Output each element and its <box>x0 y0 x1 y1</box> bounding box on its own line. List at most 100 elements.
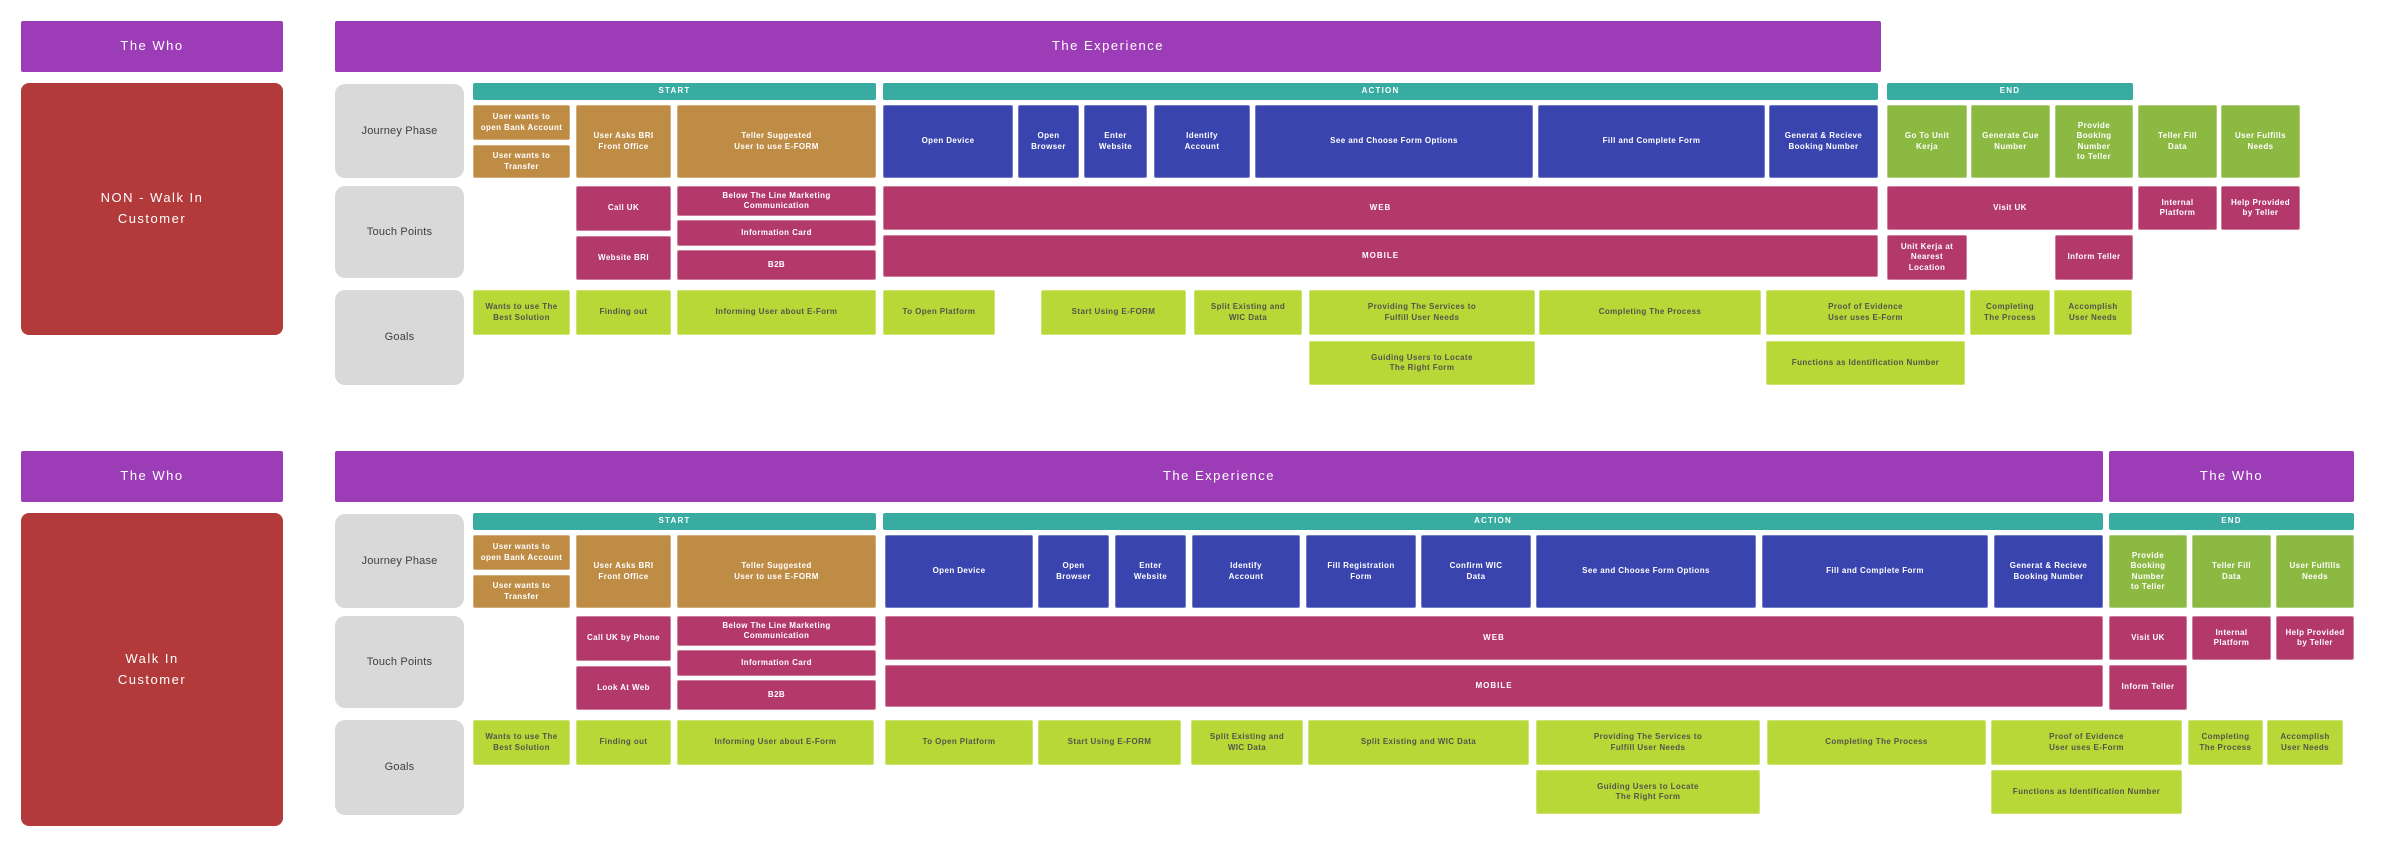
phase-open-device: Open Device <box>885 535 1033 608</box>
phase-fill-and-complete-form: Fill and Complete Form <box>1538 105 1765 178</box>
touchpoint-web: WEB <box>883 186 1878 230</box>
touchpoint-call-uk-by-phone: Call UK by Phone <box>576 616 671 661</box>
goal-guiding-users-locate-form: Guiding Users to Locate The Right Form <box>1536 770 1760 814</box>
stage-bar-end: END <box>1887 83 2133 100</box>
goal-completing-the-process: Completing The Process <box>1767 720 1986 765</box>
phase-user-asks-bri-front-office: User Asks BRI Front Office <box>576 105 671 178</box>
goal-split-existing-wic-data: Split Existing and WIC Data <box>1191 720 1303 765</box>
goal-start-using-eform: Start Using E-FORM <box>1038 720 1181 765</box>
touchpoint-mobile: MOBILE <box>885 665 2103 707</box>
phase-generate-cue-number: Generate Cue Number <box>1971 105 2050 178</box>
touchpoint-b2b: B2B <box>677 680 876 710</box>
goal-to-open-platform: To Open Platform <box>883 290 995 335</box>
stage-bar-action: ACTION <box>883 513 2103 530</box>
goal-functions-identification-number: Functions as Identification Number <box>1991 770 2182 814</box>
goal-accomplish-user-needs: Accomplish User Needs <box>2267 720 2343 765</box>
phase-generate-receive-booking-number: Generat & Recieve Booking Number <box>1994 535 2103 608</box>
goal-finding-out: Finding out <box>576 290 671 335</box>
touchpoint-visit-uk: Visit UK <box>2109 616 2187 660</box>
touchpoint-visit-uk: Visit UK <box>1887 186 2133 230</box>
phase-go-to-unit-kerja: Go To Unit Kerja <box>1887 105 1967 178</box>
phase-provide-booking-number-to-teller: Provide Booking Number to Teller <box>2055 105 2133 178</box>
row-label-journey-phase: Journey Phase <box>335 84 464 178</box>
phase-open-browser: Open Browser <box>1018 105 1079 178</box>
phase-user-wants-open-bank-account: User wants to open Bank Account <box>473 535 570 570</box>
row-label-touch-points: Touch Points <box>335 616 464 708</box>
goal-informing-user-about-eform: Informing User about E-Form <box>677 290 876 335</box>
goal-providing-services: Providing The Services to Fulfill User N… <box>1309 290 1535 335</box>
phase-teller-fill-data: Teller Fill Data <box>2138 105 2217 178</box>
phase-identify-account: Identify Account <box>1154 105 1250 178</box>
phase-provide-booking-number-to-teller: Provide Booking Number to Teller <box>2109 535 2187 608</box>
phase-user-fulfills-needs: User Fulfills Needs <box>2221 105 2300 178</box>
phase-teller-suggested-eform: Teller Suggested User to use E-FORM <box>677 535 876 608</box>
row-label-goals: Goals <box>335 720 464 815</box>
phase-user-wants-transfer: User wants to Transfer <box>473 145 570 178</box>
goal-guiding-users-locate-form: Guiding Users to Locate The Right Form <box>1309 341 1535 385</box>
goal-functions-identification-number: Functions as Identification Number <box>1766 341 1965 385</box>
goal-split-existing-wic-data-wide: Split Existing and WIC Data <box>1308 720 1529 765</box>
touchpoint-inform-teller: Inform Teller <box>2109 665 2187 710</box>
phase-teller-fill-data: Teller Fill Data <box>2192 535 2271 608</box>
phase-user-asks-bri-front-office: User Asks BRI Front Office <box>576 535 671 608</box>
touchpoint-internal-platform: Internal Platform <box>2192 616 2271 660</box>
goal-proof-of-evidence: Proof of Evidence User uses E-Form <box>1766 290 1965 335</box>
row-label-journey-phase: Journey Phase <box>335 514 464 608</box>
goal-providing-services: Providing The Services to Fulfill User N… <box>1536 720 1760 765</box>
header-the-experience: The Experience <box>335 451 2103 502</box>
stage-bar-start: START <box>473 513 876 530</box>
touchpoint-look-at-web: Look At Web <box>576 666 671 710</box>
header-the-experience: The Experience <box>335 21 1881 72</box>
row-label-goals: Goals <box>335 290 464 385</box>
phase-identify-account: Identify Account <box>1192 535 1300 608</box>
customer-non-walk-in: NON - Walk In Customer <box>21 83 283 335</box>
phase-fill-registration-form: Fill Registration Form <box>1306 535 1416 608</box>
goal-wants-best-solution: Wants to use The Best Solution <box>473 720 570 765</box>
phase-open-browser: Open Browser <box>1038 535 1109 608</box>
touchpoint-mobile: MOBILE <box>883 235 1878 277</box>
phase-generate-receive-booking-number: Generat & Recieve Booking Number <box>1769 105 1878 178</box>
customer-walk-in: Walk In Customer <box>21 513 283 826</box>
goal-start-using-eform: Start Using E-FORM <box>1041 290 1186 335</box>
touchpoint-internal-platform: Internal Platform <box>2138 186 2217 230</box>
touchpoint-b2b: B2B <box>677 250 876 280</box>
goal-completing-the-process: Completing The Process <box>1539 290 1761 335</box>
phase-enter-website: Enter Website <box>1084 105 1147 178</box>
row-label-touch-points: Touch Points <box>335 186 464 278</box>
touchpoint-information-card: Information Card <box>677 220 876 246</box>
touchpoint-web: WEB <box>885 616 2103 660</box>
phase-see-and-choose-form-options: See and Choose Form Options <box>1536 535 1756 608</box>
phase-confirm-wic-data: Confirm WIC Data <box>1421 535 1531 608</box>
goal-completing-the-process-small: Completing The Process <box>1970 290 2050 335</box>
phase-see-and-choose-form-options: See and Choose Form Options <box>1255 105 1533 178</box>
touchpoint-help-provided-by-teller: Help Provided by Teller <box>2276 616 2354 660</box>
stage-bar-end: END <box>2109 513 2354 530</box>
phase-user-fulfills-needs: User Fulfills Needs <box>2276 535 2354 608</box>
touchpoint-call-uk: Call UK <box>576 186 671 231</box>
touchpoint-help-provided-by-teller: Help Provided by Teller <box>2221 186 2300 230</box>
goal-informing-user-about-eform: Informing User about E-Form <box>677 720 874 765</box>
touchpoint-website-bri: Website BRI <box>576 236 671 280</box>
goal-split-existing-wic-data: Split Existing and WIC Data <box>1194 290 1302 335</box>
phase-fill-and-complete-form: Fill and Complete Form <box>1762 535 1988 608</box>
touchpoint-below-the-line-marketing: Below The Line Marketing Communication <box>677 186 876 216</box>
phase-user-wants-open-bank-account: User wants to open Bank Account <box>473 105 570 140</box>
goal-wants-best-solution: Wants to use The Best Solution <box>473 290 570 335</box>
phase-open-device: Open Device <box>883 105 1013 178</box>
goal-proof-of-evidence: Proof of Evidence User uses E-Form <box>1991 720 2182 765</box>
header-the-who: The Who <box>21 451 283 502</box>
header-the-who-right: The Who <box>2109 451 2354 502</box>
touchpoint-below-the-line-marketing: Below The Line Marketing Communication <box>677 616 876 646</box>
touchpoint-information-card: Information Card <box>677 650 876 676</box>
goal-to-open-platform: To Open Platform <box>885 720 1033 765</box>
header-the-who: The Who <box>21 21 283 72</box>
phase-teller-suggested-eform: Teller Suggested User to use E-FORM <box>677 105 876 178</box>
stage-bar-start: START <box>473 83 876 100</box>
goal-finding-out: Finding out <box>576 720 671 765</box>
phase-enter-website: Enter Website <box>1115 535 1186 608</box>
goal-accomplish-user-needs: Accomplish User Needs <box>2054 290 2132 335</box>
goal-completing-the-process-small: Completing The Process <box>2188 720 2263 765</box>
